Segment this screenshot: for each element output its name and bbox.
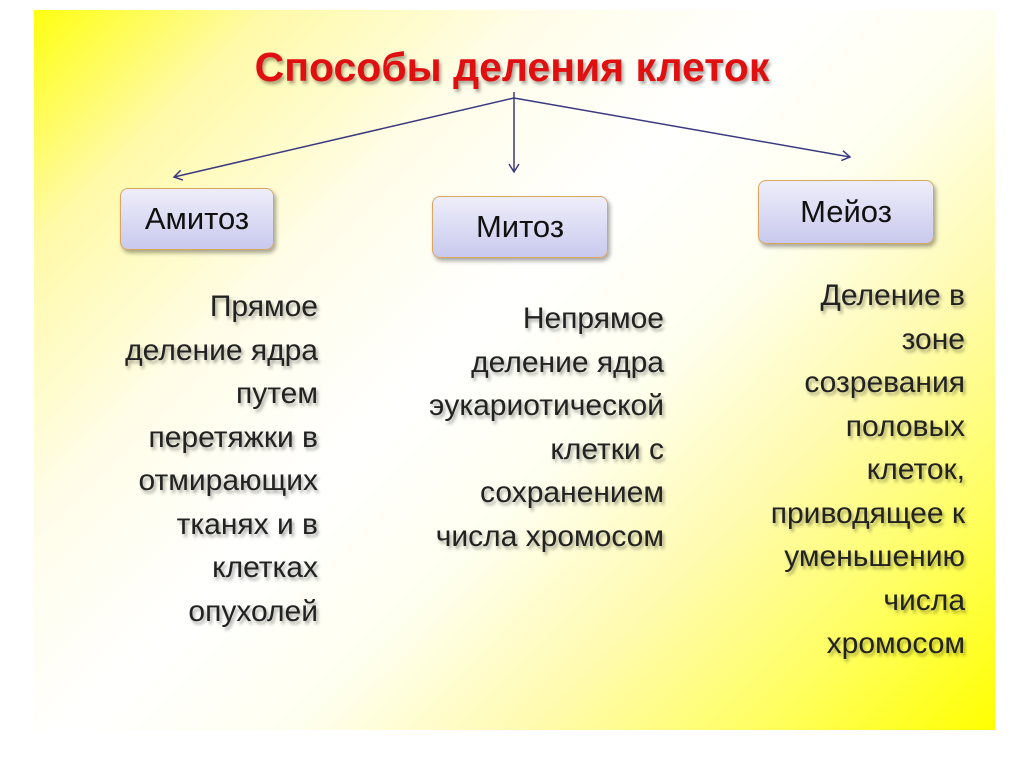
description-line: отмирающих: [138, 464, 318, 497]
meiosis-box: Мейоз: [758, 180, 934, 244]
description-line: числа хромосом: [435, 519, 664, 553]
mitosis-description: Непрямое деление ядра эукариотической клетк…: [429, 297, 664, 558]
arrow-to-meiosis: [513, 97, 852, 162]
description-line: Непрямое: [522, 302, 664, 335]
description-line: клеток,: [866, 453, 965, 486]
description-line: деление ядра: [471, 345, 664, 379]
meiosis-description: Деление в зоне созревания половых клеток, при…: [771, 274, 965, 666]
description-line: сохранением: [480, 476, 664, 509]
arrow-to-amitosis: [172, 97, 515, 181]
description-line: Прямое: [209, 290, 318, 323]
description-line: хромосом: [826, 627, 965, 660]
slide-title: Способы деления клеток: [254, 44, 770, 90]
description-line: приводящее к: [770, 496, 965, 530]
description-line: созревания: [804, 366, 965, 399]
description-line: перетяжки в: [148, 420, 318, 454]
description-line: эукариотической: [429, 389, 664, 422]
description-line: Деление в: [820, 279, 965, 312]
description-line: путем: [236, 377, 318, 410]
description-line: числа: [883, 583, 965, 617]
amitosis-box: Амитоз: [120, 188, 274, 250]
description-line: зоне: [901, 322, 965, 356]
description-line: половых: [845, 409, 965, 443]
description-line: уменьшению: [784, 540, 965, 573]
description-line: деление ядра: [125, 333, 318, 367]
description-line: клетки с: [550, 432, 664, 466]
mitosis-box: Митоз: [432, 196, 608, 258]
amitosis-description: Прямое деление ядра путем перетяжки в отмира…: [125, 285, 318, 633]
description-line: тканях и в: [176, 507, 318, 541]
description-line: клетках: [212, 551, 318, 584]
description-line: опухолей: [188, 594, 318, 628]
